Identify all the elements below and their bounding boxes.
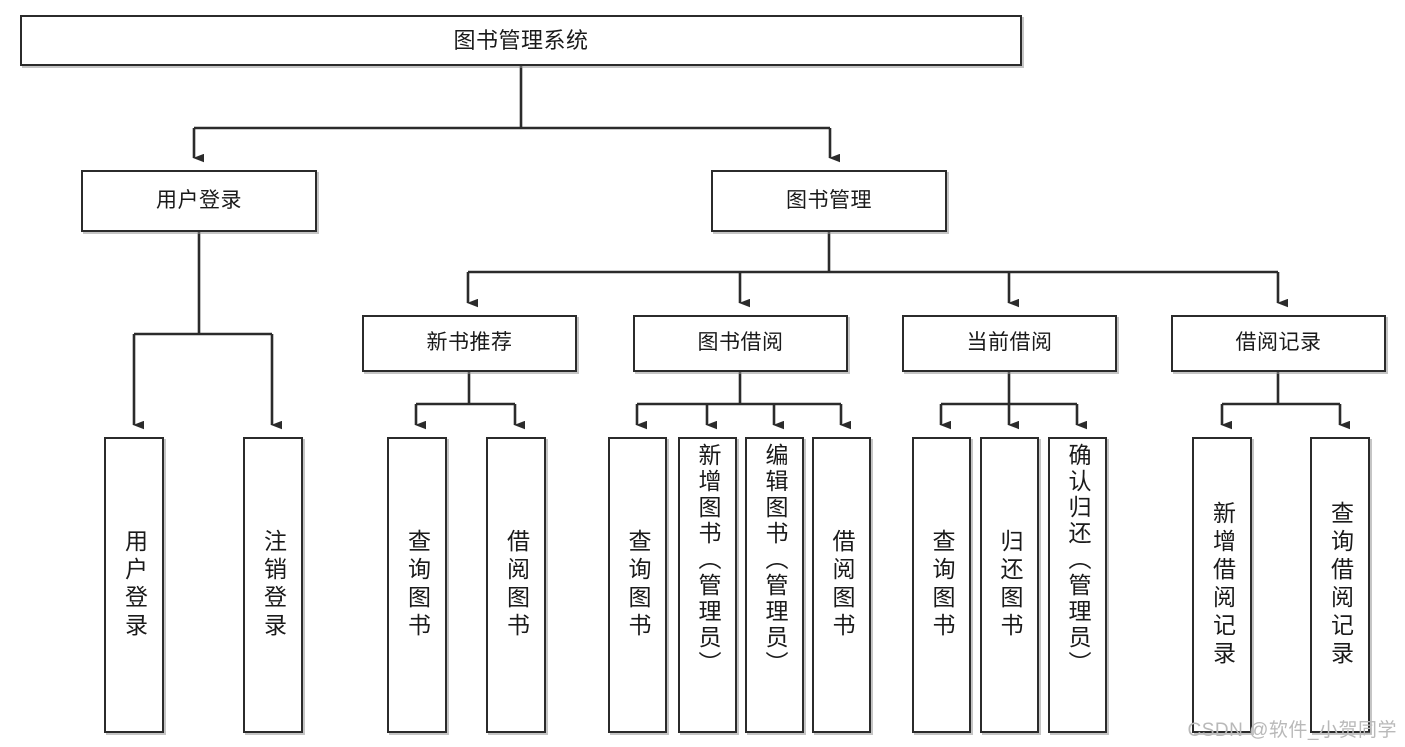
node-leaf-add-book[interactable]: 新增图书（管理员） <box>678 437 737 733</box>
node-user-login-label: 用户登录 <box>156 188 242 212</box>
node-leaf-query-book-2[interactable]: 查询图书 <box>608 437 667 733</box>
node-leaf-borrow-book-2[interactable]: 借阅图书 <box>812 437 871 733</box>
node-current-borrow-label: 当前借阅 <box>966 331 1053 355</box>
node-leaf-query-book-2-label: 查询图书 <box>625 529 651 641</box>
node-book-borrow[interactable]: 图书借阅 <box>633 315 848 372</box>
node-borrow-record-label: 借阅记录 <box>1235 331 1322 355</box>
node-borrow-record[interactable]: 借阅记录 <box>1171 315 1386 372</box>
node-leaf-edit-book[interactable]: 编辑图书（管理员） <box>745 437 804 733</box>
node-leaf-query-record[interactable]: 查询借阅记录 <box>1310 437 1370 733</box>
node-leaf-return-book[interactable]: 归还图书 <box>980 437 1039 733</box>
node-root-label: 图书管理系统 <box>453 27 589 53</box>
node-book-borrow-label: 图书借阅 <box>697 331 784 355</box>
node-current-borrow[interactable]: 当前借阅 <box>902 315 1117 372</box>
node-leaf-logout-label: 注销登录 <box>260 529 287 641</box>
node-book-manage[interactable]: 图书管理 <box>711 170 947 232</box>
node-leaf-borrow-book-1[interactable]: 借阅图书 <box>486 437 546 733</box>
node-leaf-logout[interactable]: 注销登录 <box>243 437 303 733</box>
node-book-manage-label: 图书管理 <box>786 188 872 212</box>
node-leaf-user-login-label: 用户登录 <box>121 529 148 641</box>
node-new-book-recommend-label: 新书推荐 <box>426 331 513 355</box>
node-leaf-add-record-label: 新增借阅记录 <box>1209 501 1236 669</box>
node-leaf-return-book-label: 归还图书 <box>997 529 1023 641</box>
node-leaf-confirm-return-label: 确认归还（管理员） <box>1065 443 1091 677</box>
node-leaf-confirm-return[interactable]: 确认归还（管理员） <box>1048 437 1107 733</box>
node-new-book-recommend[interactable]: 新书推荐 <box>362 315 577 372</box>
node-leaf-query-book-3-label: 查询图书 <box>929 529 955 641</box>
node-leaf-query-record-label: 查询借阅记录 <box>1327 501 1354 669</box>
node-leaf-add-record[interactable]: 新增借阅记录 <box>1192 437 1252 733</box>
node-leaf-query-book-1-label: 查询图书 <box>404 529 431 641</box>
node-leaf-add-book-label: 新增图书（管理员） <box>695 443 721 677</box>
watermark: CSDN @软件_小贺同学 <box>1187 720 1397 741</box>
node-leaf-query-book-3[interactable]: 查询图书 <box>912 437 971 733</box>
node-root[interactable]: 图书管理系统 <box>20 15 1022 66</box>
node-leaf-edit-book-label: 编辑图书（管理员） <box>762 443 788 677</box>
node-user-login[interactable]: 用户登录 <box>81 170 317 232</box>
node-leaf-query-book-1[interactable]: 查询图书 <box>387 437 447 733</box>
node-leaf-user-login[interactable]: 用户登录 <box>104 437 164 733</box>
node-leaf-borrow-book-1-label: 借阅图书 <box>503 529 530 641</box>
node-leaf-borrow-book-2-label: 借阅图书 <box>829 529 855 641</box>
